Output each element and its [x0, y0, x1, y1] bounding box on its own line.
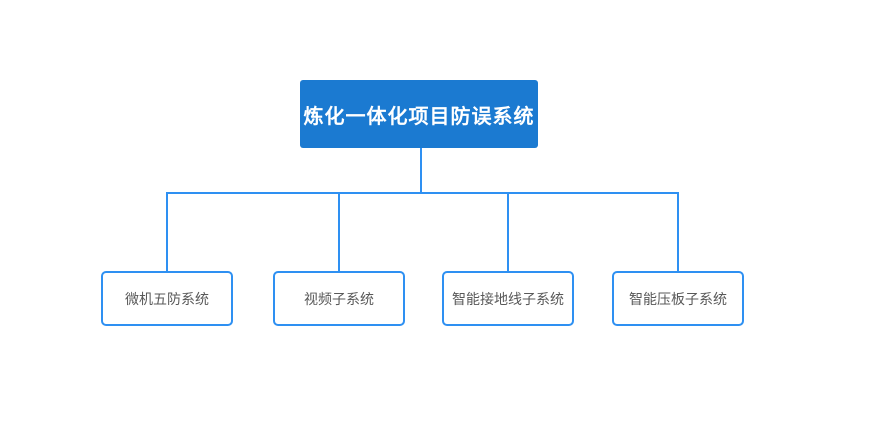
child-node-grounding[interactable]: 智能接地线子系统: [442, 271, 574, 326]
child-node-wujifang[interactable]: 微机五防系统: [101, 271, 233, 326]
connector-drop-1: [166, 192, 168, 271]
connector-drop-4: [677, 192, 679, 271]
connector-root-stem: [420, 148, 422, 193]
child-node-pressplate[interactable]: 智能压板子系统: [612, 271, 744, 326]
child-node-label: 视频子系统: [304, 290, 374, 307]
child-node-video[interactable]: 视频子系统: [273, 271, 405, 326]
connector-drop-3: [507, 192, 509, 271]
root-node[interactable]: 炼化一体化项目防误系统: [300, 80, 538, 148]
root-node-label: 炼化一体化项目防误系统: [303, 105, 535, 128]
child-node-label: 微机五防系统: [125, 290, 209, 307]
connector-drop-2: [338, 192, 340, 271]
child-node-label: 智能压板子系统: [629, 290, 727, 307]
connector-rail: [166, 192, 679, 194]
child-node-label: 智能接地线子系统: [452, 290, 564, 307]
